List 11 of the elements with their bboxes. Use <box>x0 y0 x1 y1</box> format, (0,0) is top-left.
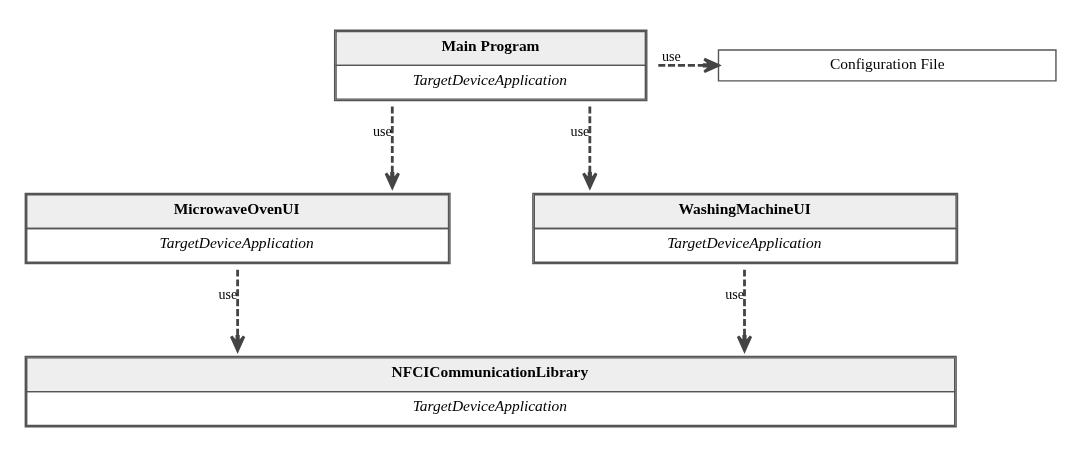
edge-label: use <box>373 122 392 139</box>
arrow <box>582 106 598 189</box>
arrow <box>384 106 400 189</box>
edge-label: use <box>218 285 238 302</box>
arrow <box>229 269 246 352</box>
node-box: Configuration File <box>717 49 1057 82</box>
arrow <box>658 57 720 74</box>
edge-label: use <box>570 122 590 139</box>
edge-label: use <box>662 48 681 65</box>
edge-label: use <box>725 285 745 302</box>
arrow <box>736 269 753 352</box>
